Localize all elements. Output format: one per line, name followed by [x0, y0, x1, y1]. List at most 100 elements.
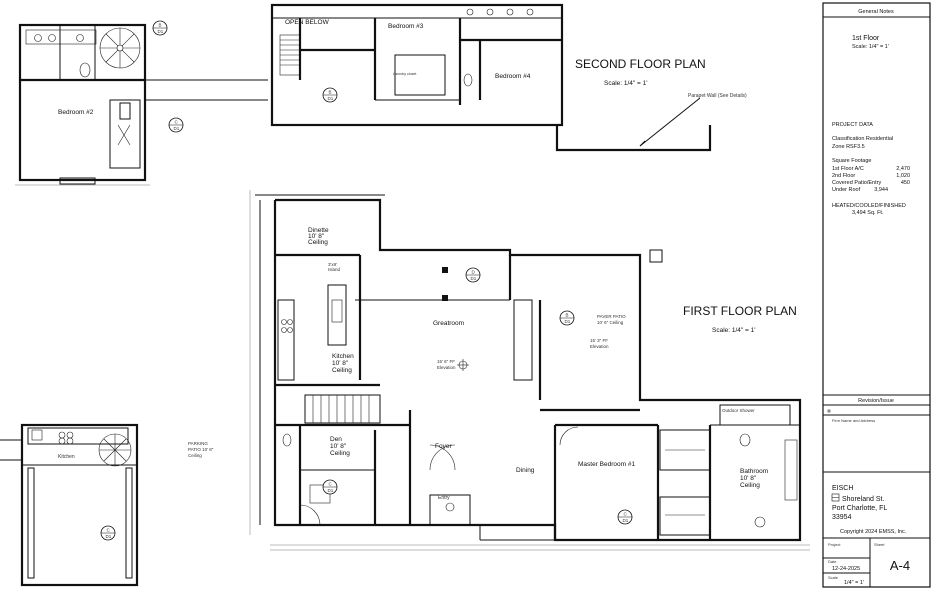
parapet-wall — [555, 125, 712, 152]
detail-marker: CD1 — [168, 117, 184, 133]
svg-text:10' 8": 10' 8" — [330, 443, 347, 450]
title-block — [822, 2, 931, 588]
detail-marker: BD1 — [322, 87, 338, 103]
stair — [304, 394, 381, 424]
parking-patio-label: PARKING PATIO 10' 8" Ceiling — [188, 441, 214, 458]
svg-text:D1: D1 — [623, 518, 629, 523]
svg-text:10' 6" Ceiling: 10' 6" Ceiling — [597, 320, 624, 325]
svg-text:D1: D1 — [328, 488, 334, 493]
first-floor-title: FIRST FLOOR PLAN — [683, 304, 797, 318]
svg-text:Kitchen: Kitchen — [332, 353, 354, 360]
svg-text:C: C — [624, 512, 628, 517]
outdoor-kitchen-label: Kitchen — [58, 454, 75, 460]
tb-project-label: Project — [828, 542, 841, 547]
svg-text:15' 6" FF: 15' 6" FF — [437, 359, 455, 364]
svg-text:450: 450 — [901, 180, 910, 186]
room-bedroom2: Bedroom #2 — [58, 109, 94, 116]
svg-text:Elevation: Elevation — [437, 365, 456, 370]
svg-text:Covered Patio/Entry: Covered Patio/Entry — [832, 180, 881, 186]
room-kitchen: Kitchen 10' 8" Ceiling — [332, 353, 354, 374]
svg-text:C: C — [329, 482, 333, 487]
svg-text:B: B — [329, 90, 332, 95]
outdoor-shower-label: Outdoor Shower — [722, 408, 755, 413]
svg-text:1st Floor A/C: 1st Floor A/C — [832, 166, 864, 172]
svg-text:10' 8": 10' 8" — [740, 475, 757, 482]
tb-sqft-rows: 1st Floor A/C 2,470 2nd Floor 1,020 Cove… — [832, 166, 910, 193]
tb-date-label: Date — [828, 559, 837, 564]
tb-scale-label: Scale — [828, 575, 839, 580]
room-dinette: Dinette 10' 8" Ceiling — [308, 227, 329, 246]
tb-date-value: 12-24-2025 — [832, 566, 860, 572]
svg-text:D1: D1 — [328, 96, 334, 101]
svg-text:PATIO 10' 8": PATIO 10' 8" — [188, 447, 214, 452]
svg-text:Ceiling: Ceiling — [188, 453, 202, 458]
room-bedroom4: Bedroom #4 — [495, 73, 531, 80]
svg-text:D: D — [472, 270, 476, 275]
room-bathroom: Bathroom 10' 8" Ceiling — [740, 468, 768, 489]
tb-zone: Zone RSF3.5 — [832, 144, 865, 150]
svg-text:PAVER PATIO: PAVER PATIO — [597, 314, 626, 319]
tb-heated-value: 3,494 Sq. Ft. — [852, 210, 884, 216]
tb-heated-label: HEATED/COOLED/FINISHED — [832, 203, 906, 209]
tb-sqft-label: Square Footage — [832, 158, 871, 164]
patio-elevation: 15' 3" FF Elevation — [590, 338, 609, 349]
detail-marker: CD1 — [100, 525, 116, 541]
second-floor-scale: Scale: 1/4" = 1' — [604, 80, 647, 87]
svg-text:Island: Island — [328, 267, 341, 272]
greatroom-elevation: 15' 6" FF Elevation — [437, 359, 456, 370]
svg-text:Under Roof: Under Roof — [832, 187, 861, 193]
tb-classification: Classification Residential — [832, 136, 893, 142]
svg-text:C: C — [175, 120, 179, 125]
second-floor-plan — [15, 3, 712, 186]
room-laundry: Laundry closet — [393, 72, 416, 76]
room-den: Den 10' 8" Ceiling — [330, 436, 350, 457]
svg-text:Ceiling: Ceiling — [330, 450, 350, 457]
open-below-label: OPEN BELOW — [285, 19, 330, 26]
room-bedroom3: Bedroom #3 — [388, 23, 424, 30]
svg-text:Ceiling: Ceiling — [308, 239, 328, 246]
room-dining: Dining — [516, 467, 535, 474]
tb-sheet-number: A-4 — [890, 558, 910, 573]
second-floor-title: SECOND FLOOR PLAN — [575, 57, 706, 71]
svg-text:2,470: 2,470 — [896, 166, 910, 172]
svg-text:C: C — [107, 528, 111, 533]
tb-sheet-label: Sheet — [874, 542, 885, 547]
tb-header: General Notes — [858, 9, 894, 15]
svg-text:B: B — [566, 313, 569, 318]
first-floor-plan — [249, 190, 810, 551]
svg-text:D1: D1 — [106, 534, 112, 539]
svg-text:D1: D1 — [565, 319, 571, 324]
svg-text:Ceiling: Ceiling — [332, 367, 352, 374]
tb-sheet-scale: Scale: 1/4" = 1' — [852, 44, 889, 50]
svg-text:Den: Den — [330, 436, 342, 443]
svg-text:Port Charlotte, FL: Port Charlotte, FL — [832, 505, 887, 512]
detail-marker: CD1 — [617, 509, 633, 525]
svg-text:B: B — [159, 23, 162, 28]
tb-sheet-title: 1st Floor — [852, 35, 880, 42]
svg-text:10' 8": 10' 8" — [308, 233, 325, 240]
svg-text:Elevation: Elevation — [590, 344, 609, 349]
svg-text:D1: D1 — [174, 126, 180, 131]
room-island: 3'x9' Island — [328, 262, 341, 272]
tb-revision: Revision/Issue — [858, 398, 894, 404]
detail-markers: BD1 CD1 BD1 DD1 CD1 BD1 CD1 CD1 — [100, 20, 633, 541]
tb-client: EISCH — [832, 485, 853, 492]
detail-marker: BD1 — [559, 310, 575, 326]
svg-text:3,944: 3,944 — [874, 187, 888, 193]
svg-text:D1: D1 — [158, 29, 164, 34]
detail-marker: BD1 — [152, 20, 168, 36]
svg-text:Ceiling: Ceiling — [740, 482, 760, 489]
tb-project-data: PROJECT DATA — [832, 122, 873, 128]
svg-text:D1: D1 — [471, 276, 477, 281]
tb-scale-value: 1/4" = 1' — [844, 580, 864, 586]
svg-text:15' 3" FF: 15' 3" FF — [590, 338, 608, 343]
detail-marker: DD1 — [465, 267, 481, 283]
svg-text:33954: 33954 — [832, 514, 852, 521]
first-floor-scale: Scale: 1/4" = 1' — [712, 327, 755, 334]
room-entry: Entry — [438, 495, 450, 501]
room-master-bedroom: Master Bedroom #1 — [578, 461, 635, 468]
paver-patio-label: PAVER PATIO 10' 6" Ceiling — [597, 314, 626, 325]
svg-text:1,020: 1,020 — [896, 173, 910, 179]
tb-firm: Firm Name and Address — [832, 418, 875, 423]
